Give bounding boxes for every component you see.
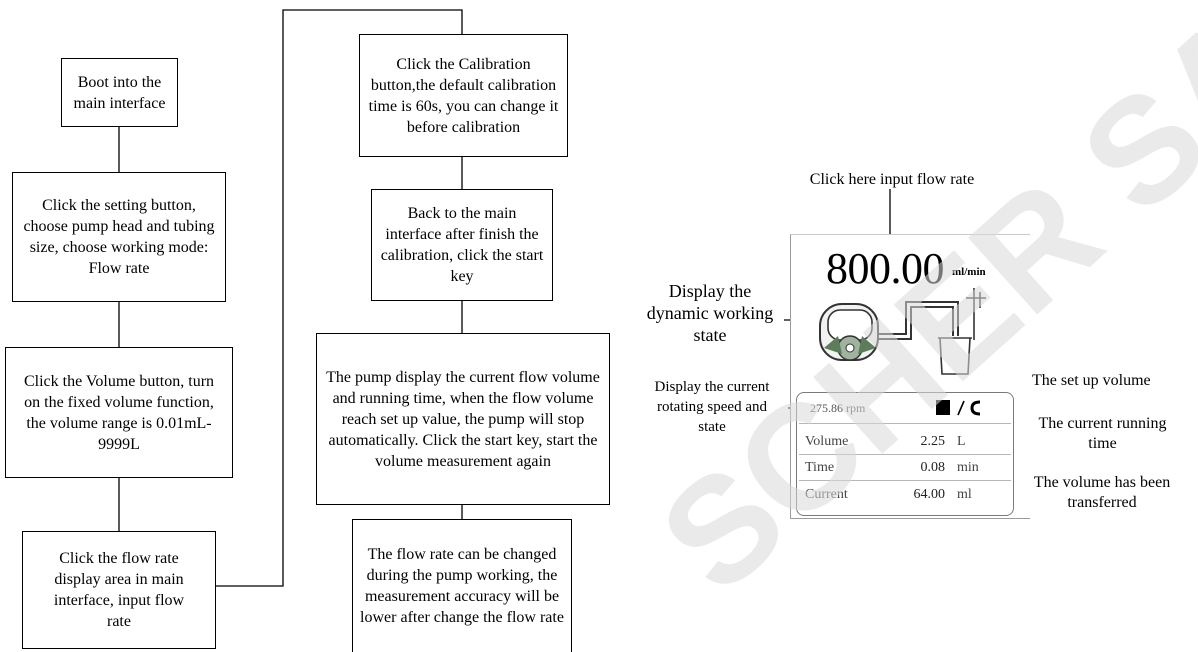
flow-step-change-rate: The flow rate can be changed during the … <box>352 519 572 652</box>
flow-step-boot: Boot into the main interface <box>61 58 178 127</box>
volume-value[interactable]: 2.25 <box>920 434 946 449</box>
stop-icon <box>936 400 950 415</box>
reverse-arrow-icon <box>970 400 981 416</box>
time-value: 0.08 <box>920 460 946 475</box>
separator-slash-icon <box>957 400 965 416</box>
flow-step-measurement-text: The pump display the current flow volume… <box>326 368 600 470</box>
flow-step-volume-text: Click the Volume button, turn on the fix… <box>23 372 215 453</box>
flow-step-settings: Click the setting button, choose pump he… <box>12 172 226 302</box>
time-unit: min <box>957 460 979 475</box>
volume-divider <box>799 454 1011 455</box>
time-label: Time <box>805 460 835 475</box>
flow-step-change-rate-text: The flow rate can be changed during the … <box>360 546 564 626</box>
flow-step-measurement: The pump display the current flow volume… <box>316 333 610 505</box>
annotation-running-time: The current running time <box>1038 415 1167 452</box>
current-value: 64.00 <box>913 487 946 502</box>
annotation-dynamic-state: Display the dynamic working state <box>646 281 774 345</box>
flow-step-start-text: Back to the main interface after finish … <box>380 205 544 285</box>
flow-step-settings-text: Click the setting button, choose pump he… <box>23 197 215 277</box>
annotation-rotating-speed: Display the current rotating speed and s… <box>654 379 770 435</box>
current-unit: ml <box>957 487 972 502</box>
status-divider <box>799 423 1011 424</box>
annotation-transferred: The volume has been transferred <box>1033 474 1171 511</box>
flow-rate-unit: ml/min <box>952 266 986 278</box>
flow-step-boot-text: Boot into the main interface <box>73 73 166 112</box>
volume-label: Volume <box>805 434 849 449</box>
flow-step-input-rate: Click the flow rate display area in main… <box>22 531 216 649</box>
annotation-input-flow: Click here input flow rate <box>809 171 975 188</box>
flow-step-volume: Click the Volume button, turn on the fix… <box>5 347 233 478</box>
flow-step-calibration-text: Click the Calibration button,the default… <box>368 55 559 136</box>
flow-rate-display[interactable]: 800.00 <box>826 244 945 293</box>
flow-step-input-rate-text: Click the flow rate display area in main… <box>53 550 185 630</box>
annotation-set-volume: The set up volume <box>1032 372 1151 389</box>
tubing-icon <box>878 301 959 340</box>
flow-step-start: Back to the main interface after finish … <box>371 189 553 301</box>
state-controls <box>936 400 981 416</box>
volume-unit: L <box>957 434 966 449</box>
beaker-icon <box>938 288 986 375</box>
flow-step-calibration: Click the Calibration button,the default… <box>359 34 568 157</box>
rotating-speed: 275.86 rpm <box>810 401 866 415</box>
pump-head-icon <box>819 303 879 361</box>
time-divider <box>799 480 1011 481</box>
pump-working-illustration <box>819 288 986 375</box>
current-label: Current <box>805 487 848 502</box>
